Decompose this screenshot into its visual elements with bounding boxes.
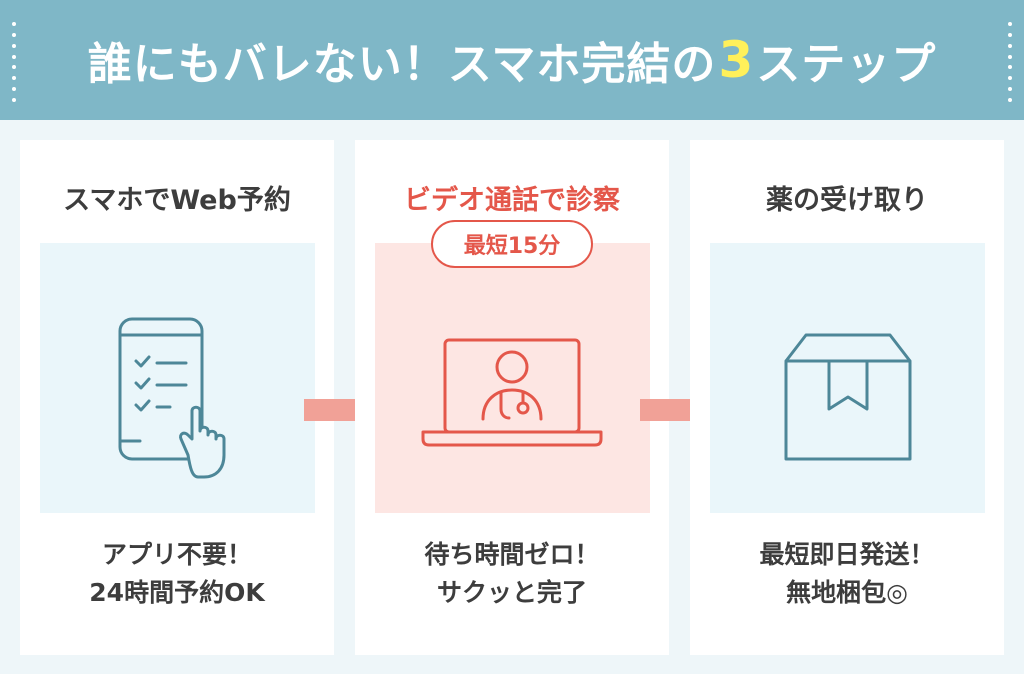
step-caption: 待ち時間ゼロ！ サクッと完了	[355, 536, 669, 612]
title-text-before: 誰にもバレない！スマホ完結の	[87, 39, 717, 90]
step-caption: 最短即日発送！ 無地梱包◎	[690, 536, 1004, 612]
package-box-icon	[784, 333, 912, 461]
caption-line-2: 24時間予約OK	[89, 578, 265, 607]
decorative-dots-left	[12, 22, 16, 102]
step-title: ビデオ通話で診察	[404, 185, 620, 216]
step-title: 薬の受け取り	[766, 185, 928, 216]
duration-badge: 最短15分	[431, 220, 593, 268]
caption-line-2: サクッと完了	[436, 578, 587, 607]
step-card-medicine-delivery: 薬の受け取り 最短即日発送！ 無地梱包◎	[690, 140, 1004, 655]
caption-line-2: 無地梱包◎	[786, 578, 908, 607]
smartphone-checklist-icon	[118, 317, 226, 479]
step-illustration-panel	[710, 243, 985, 513]
caption-line-1: アプリ不要！	[101, 540, 252, 569]
title-number: 3	[718, 31, 755, 89]
title-text-after: ステップ	[756, 39, 937, 90]
decorative-dots-right	[1008, 22, 1012, 102]
step-card-video-consultation: ビデオ通話で診察 最短15分 待ち時間ゼロ！ サクッと完了	[355, 140, 669, 655]
step-card-web-reservation: スマホでWeb予約 アプリ不要！ 24時間予約OK	[20, 140, 334, 655]
step-illustration-panel	[40, 243, 315, 513]
caption-line-1: 最短即日発送！	[759, 540, 935, 569]
step-caption: アプリ不要！ 24時間予約OK	[20, 536, 334, 612]
laptop-doctor-icon	[421, 338, 603, 447]
step-illustration-panel	[375, 243, 650, 513]
caption-line-1: 待ち時間ゼロ！	[424, 540, 600, 569]
step-title: スマホでWeb予約	[63, 185, 291, 216]
